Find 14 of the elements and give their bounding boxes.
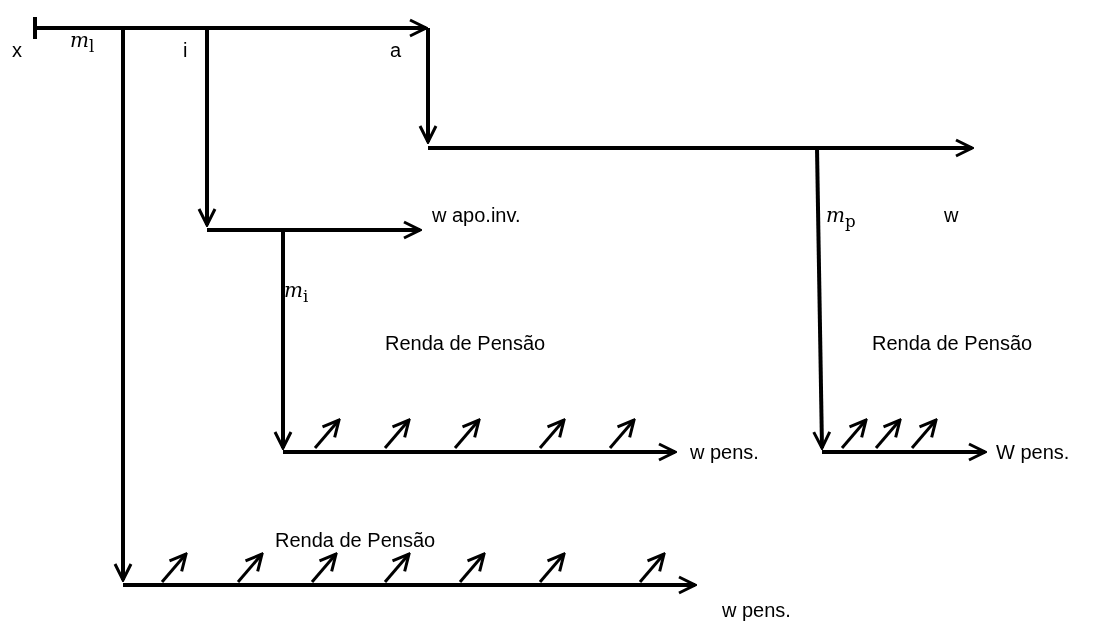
math-symbol: m$_{p}$	[826, 203, 856, 233]
axis-label: w apo.inv.	[432, 203, 521, 227]
age-label: a	[390, 38, 402, 62]
axis-label: W pens.	[996, 440, 1070, 464]
annuity-label: Renda de Pensão	[872, 331, 1033, 355]
axis-label: w	[944, 203, 959, 227]
math-symbol: m$_{l}$	[70, 28, 95, 58]
axis-label: w pens.	[690, 440, 759, 464]
annuity-label: Renda de Pensão	[275, 528, 436, 552]
axis-label: w pens.	[722, 598, 791, 622]
age-label: x	[12, 38, 22, 62]
age-label: i	[183, 38, 188, 62]
annuity-label: Renda de Pensão	[385, 331, 546, 355]
math-symbol: m$_{i}$	[284, 278, 309, 308]
